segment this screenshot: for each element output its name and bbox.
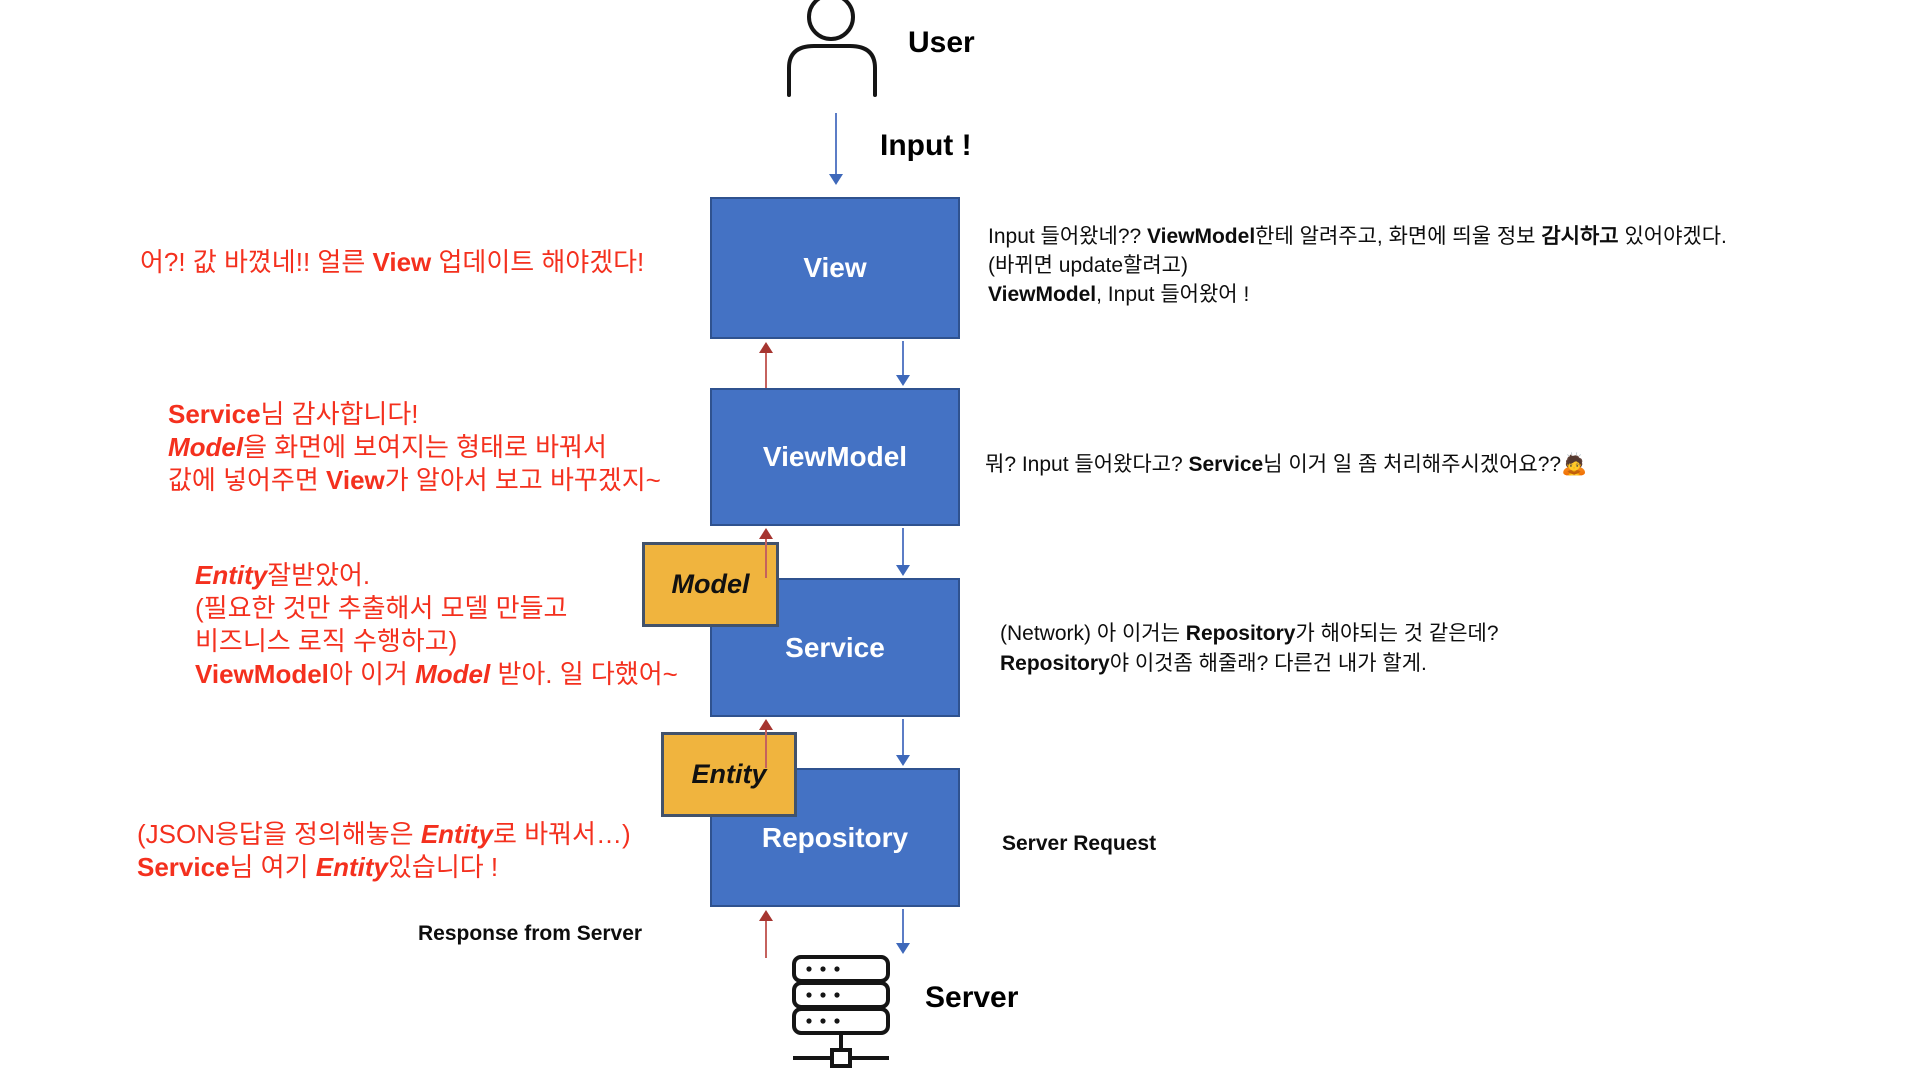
view-box-label: View (803, 252, 867, 283)
black-note-service: (Network) 아 이거는 Repository가 해야되는 것 같은데? … (1000, 619, 1499, 679)
note-line: 어?! 값 바꼈네!! 얼른 View 업데이트 해야겠다! (140, 247, 645, 277)
note-line: 뭐? Input 들어왔다고? Service님 이거 일 좀 처리해주시겠어요… (985, 453, 1588, 476)
black-note-view: Input 들어왔네?? ViewModel한테 알려주고, 화면에 띄울 정보… (988, 222, 1727, 309)
server-icon (792, 955, 890, 1068)
note-line: ViewModel아 이거 Model 받아. 일 다했어~ (195, 659, 678, 689)
model-box: Model (642, 542, 779, 627)
viewmodel-box-label: ViewModel (762, 441, 908, 472)
server-request-label: Server Request (1002, 832, 1157, 855)
entity-box: Entity (661, 732, 797, 817)
note-line: Input 들어왔네?? ViewModel한테 알려주고, 화면에 띄울 정보… (988, 225, 1727, 248)
note-line: Entity잘받았어. (195, 560, 371, 590)
note-line: Repository야 이것좀 해줄래? 다른건 내가 할게. (1000, 652, 1427, 675)
arrow-service-to-viewmodel (759, 528, 773, 578)
arrow-repository-to-service (759, 719, 773, 768)
note-line: 값에 넣어주면 View가 알아서 보고 바꾸겠지~ (168, 465, 661, 495)
service-box-label: Service (785, 631, 885, 663)
note-line: Model을 화면에 보여지는 형태로 바꿔서 (168, 432, 607, 462)
note-line: ViewModel, Input 들어왔어 ! (988, 283, 1250, 306)
arrow-repository-to-server (896, 909, 910, 954)
note-line: Service님 여기 Entity있습니다 ! (137, 852, 499, 882)
input-label: Input ! (880, 129, 972, 162)
user-label: User (908, 26, 975, 59)
note-line: Service님 감사합니다! (168, 399, 419, 429)
view-box: View (710, 197, 960, 339)
red-note-service: Entity잘받았어. (필요한 것만 추출해서 모델 만들고 비즈니스 로직 … (195, 559, 678, 691)
repository-box: Repository (710, 768, 960, 907)
red-note-view: 어?! 값 바꼈네!! 얼른 View 업데이트 해야겠다! (140, 246, 644, 279)
arrow-user-to-view (829, 113, 843, 185)
red-note-repository: (JSON응답을 정의해놓은 Entity로 바꿔서…) Service님 여기… (137, 818, 631, 884)
model-box-label: Model (671, 569, 750, 599)
response-from-server-label: Response from Server (418, 922, 643, 945)
arrow-viewmodel-to-service (896, 528, 910, 576)
note-line: (바뀌면 update할려고) (988, 254, 1188, 277)
arrow-view-to-viewmodel (896, 341, 910, 386)
arrow-viewmodel-to-view (759, 342, 773, 388)
viewmodel-box: ViewModel (710, 388, 960, 526)
note-line: 비즈니스 로직 수행하고) (195, 626, 458, 656)
repository-box-label: Repository (761, 821, 909, 853)
black-note-viewmodel: 뭐? Input 들어왔다고? Service님 이거 일 좀 처리해주시겠어요… (985, 450, 1587, 479)
note-line: (필요한 것만 추출해서 모델 만들고 (195, 593, 568, 623)
user-icon (787, 0, 877, 97)
note-line: (Network) 아 이거는 Repository가 해야되는 것 같은데? (1000, 622, 1499, 645)
server-label: Server (925, 981, 1019, 1014)
note-line: (JSON응답을 정의해놓은 Entity로 바꿔서…) (137, 819, 631, 849)
entity-box-label: Entity (691, 759, 767, 789)
arrow-service-to-repository (896, 719, 910, 766)
red-note-viewmodel: Service님 감사합니다! Model을 화면에 보여지는 형태로 바꿔서 … (168, 398, 661, 497)
arrow-server-to-repository (759, 910, 773, 958)
